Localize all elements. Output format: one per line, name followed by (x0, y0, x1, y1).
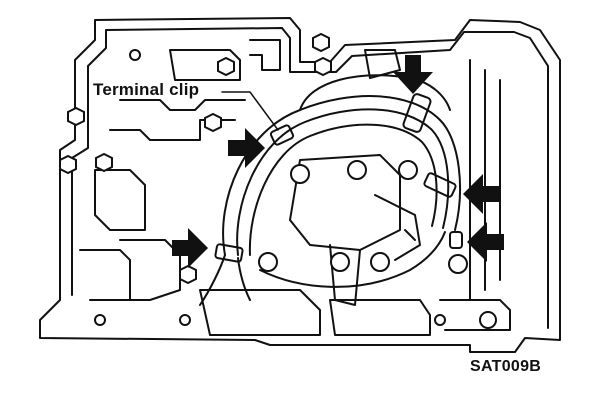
right-side-rails (469, 59, 501, 301)
terminal-clip-upper (269, 124, 295, 146)
lower-body-plate (199, 289, 321, 336)
right-upper-pocket (364, 49, 401, 79)
bolt (204, 112, 222, 133)
bolt (217, 56, 235, 77)
terminal-clip-right-lower (449, 231, 463, 249)
pointer-arrows (172, 55, 504, 268)
solenoid-arm (374, 194, 421, 261)
arrow-down-icon (393, 55, 433, 94)
harness-mid-loop (236, 108, 450, 256)
lower-right-plate (329, 299, 431, 336)
left-channel (94, 169, 146, 231)
arrow-right-icon (172, 228, 208, 268)
bolt (312, 32, 330, 53)
terminal-clip-lower (214, 243, 244, 263)
harness-upper-branch (299, 74, 451, 111)
harness-left-tail (199, 254, 251, 306)
harness-outer-loop (222, 95, 461, 256)
bolt-group (59, 32, 497, 329)
casing-inner-outline (71, 27, 549, 329)
bolt (95, 152, 113, 173)
bolt (479, 311, 497, 329)
terminal-clip-right-upper (402, 93, 432, 133)
harness-lower-branch (259, 231, 446, 288)
connector-pin (404, 229, 416, 241)
bolt (434, 314, 446, 326)
upper-plate-step (249, 39, 281, 71)
solenoid-stem (329, 244, 361, 306)
bolt (67, 106, 85, 127)
casing-outline (39, 17, 561, 353)
figure-code-label: SAT009B (470, 358, 542, 375)
bolt (314, 56, 332, 77)
bolt (398, 160, 418, 180)
arrow-left-icon (467, 222, 504, 262)
bolt (290, 164, 310, 184)
bolt (59, 154, 77, 175)
bolt (94, 314, 106, 326)
bolt (179, 314, 191, 326)
harness-inner-loop (248, 123, 438, 256)
bolt (347, 160, 367, 180)
right-lower-channel (439, 299, 511, 331)
bolt (129, 49, 141, 61)
bolt (179, 264, 197, 285)
terminal-clip-leader (221, 91, 279, 131)
terminal-clip-label: Terminal clip (93, 80, 200, 99)
left-passage (79, 249, 131, 301)
bolt (330, 252, 350, 272)
arrow-left-icon (463, 174, 500, 214)
arrow-right-icon (228, 128, 265, 168)
bolt (370, 252, 390, 272)
bolt (258, 252, 278, 272)
terminal-clip-right-mid (423, 172, 457, 198)
upper-plate-slot (169, 49, 241, 81)
upper-plate-ridge (119, 99, 246, 111)
solenoid-block (289, 154, 401, 251)
bolt (448, 254, 468, 274)
